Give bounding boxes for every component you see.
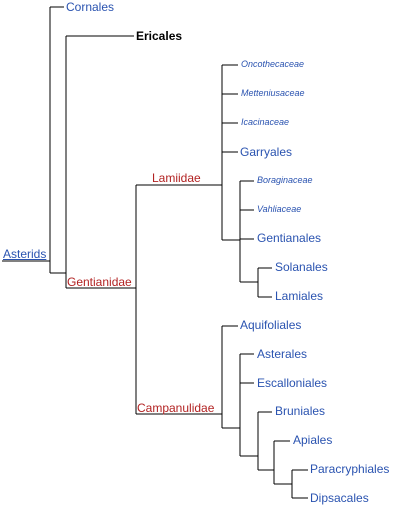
aquifoliales-link[interactable]: Aquifoliales bbox=[240, 318, 302, 332]
lamiidae-label[interactable]: Lamiidae bbox=[152, 171, 201, 185]
gentianales-link[interactable]: Gentianales bbox=[257, 231, 322, 245]
boraginaceae-link[interactable]: Boraginaceae bbox=[257, 175, 313, 185]
gentianidae-label[interactable]: Gentianidae bbox=[67, 275, 132, 289]
oncothecaceae-link[interactable]: Oncothecaceae bbox=[241, 59, 305, 69]
lamiales-link[interactable]: Lamiales bbox=[275, 289, 324, 303]
dipsacales-link[interactable]: Dipsacales bbox=[310, 491, 369, 505]
bruniales-link[interactable]: Bruniales bbox=[275, 404, 326, 418]
metteniusaceae-link[interactable]: Metteniusaceae bbox=[241, 88, 305, 98]
asterales-link[interactable]: Asterales bbox=[257, 347, 308, 361]
escalloniales-link[interactable]: Escalloniales bbox=[257, 376, 328, 390]
solanales-link[interactable]: Solanales bbox=[275, 260, 328, 274]
garryales-link[interactable]: Garryales bbox=[240, 145, 293, 159]
apiales-link[interactable]: Apiales bbox=[293, 433, 333, 447]
cornales-link[interactable]: Cornales bbox=[66, 0, 115, 14]
icacinaceae-link[interactable]: Icacinaceae bbox=[241, 117, 290, 127]
campanulidae-label[interactable]: Campanulidae bbox=[137, 401, 215, 415]
ericales-label: Ericales bbox=[136, 29, 183, 43]
asterids-label[interactable]: Asterids bbox=[3, 247, 47, 261]
paracryphiales-link[interactable]: Paracryphiales bbox=[310, 462, 390, 476]
vahliaceae-link[interactable]: Vahliaceae bbox=[257, 204, 302, 214]
